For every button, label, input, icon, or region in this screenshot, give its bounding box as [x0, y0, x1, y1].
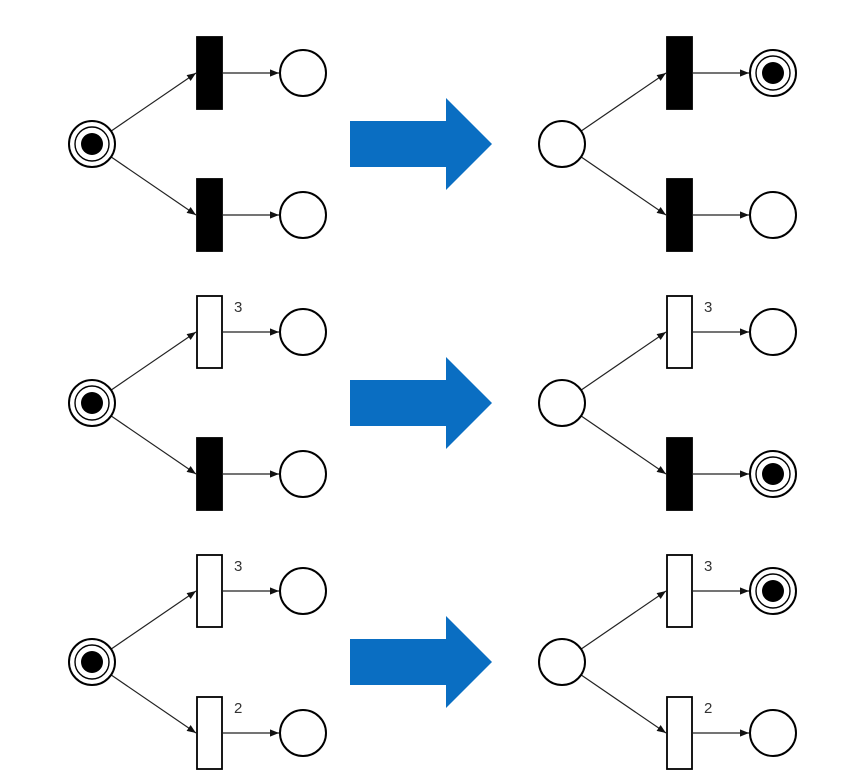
arc-source-to-transition-bottom	[110, 156, 197, 216]
transition-label-bottom: 2	[704, 700, 712, 717]
output-place-top-token	[762, 62, 784, 84]
transition-top-timed	[666, 295, 693, 369]
transition-top-timed	[666, 554, 693, 628]
output-place-top-inner-ring	[755, 573, 791, 609]
source-place-token	[81, 651, 103, 673]
arc-source-to-transition-top	[110, 72, 197, 132]
output-place-bottom	[279, 191, 327, 239]
source-place	[538, 379, 586, 427]
transition-bottom-timed	[666, 696, 693, 770]
arc-source-to-transition-top	[110, 331, 197, 391]
transition-arrow-1	[350, 98, 492, 190]
output-place-bottom	[749, 709, 797, 757]
transition-top-immediate	[666, 36, 693, 110]
arc-source-to-transition-top	[580, 331, 667, 391]
transition-label-bottom: 2	[234, 700, 242, 717]
arc-source-to-transition-bottom	[580, 674, 667, 734]
arc-source-to-transition-top	[110, 590, 197, 650]
transition-top-immediate	[196, 36, 223, 110]
output-place-top	[279, 49, 327, 97]
source-place-inner-ring	[74, 126, 110, 162]
transition-label-top: 3	[704, 299, 712, 316]
source-place	[538, 120, 586, 168]
transition-bottom-immediate	[666, 437, 693, 511]
arc-source-to-transition-bottom	[580, 415, 667, 475]
transition-top-timed	[196, 554, 223, 628]
output-place-bottom	[279, 450, 327, 498]
arc-source-to-transition-top	[580, 72, 667, 132]
source-place	[538, 638, 586, 686]
petri-net-1-after	[538, 36, 797, 252]
output-place-top-token	[762, 580, 784, 602]
output-place-top	[279, 567, 327, 615]
source-place-token	[81, 133, 103, 155]
transition-bottom-immediate	[196, 437, 223, 511]
output-place-top	[279, 308, 327, 356]
output-place-bottom	[749, 191, 797, 239]
transition-bottom-immediate	[196, 178, 223, 252]
transition-label-top: 3	[234, 299, 242, 316]
arc-source-to-transition-bottom	[110, 674, 197, 734]
output-place-bottom-token	[762, 463, 784, 485]
petri-net-2-after: 3	[538, 295, 797, 511]
arc-source-to-transition-top	[580, 590, 667, 650]
output-place-top-inner-ring	[755, 55, 791, 91]
petri-net-3-after: 32	[538, 554, 797, 770]
petri-net-2-before: 3	[68, 295, 327, 511]
transition-bottom-timed	[196, 696, 223, 770]
transition-bottom-immediate	[666, 178, 693, 252]
transition-label-top: 3	[234, 558, 242, 575]
output-place-bottom	[279, 709, 327, 757]
arc-source-to-transition-bottom	[110, 415, 197, 475]
transition-label-top: 3	[704, 558, 712, 575]
output-place-bottom-inner-ring	[755, 456, 791, 492]
transition-arrow-3	[350, 616, 492, 708]
petri-net-1-before	[68, 36, 327, 252]
output-place-top	[749, 308, 797, 356]
arc-source-to-transition-bottom	[580, 156, 667, 216]
transition-top-timed	[196, 295, 223, 369]
transition-arrow-2	[350, 357, 492, 449]
source-place-inner-ring	[74, 644, 110, 680]
source-place-token	[81, 392, 103, 414]
petri-net-3-before: 32	[68, 554, 327, 770]
source-place-inner-ring	[74, 385, 110, 421]
